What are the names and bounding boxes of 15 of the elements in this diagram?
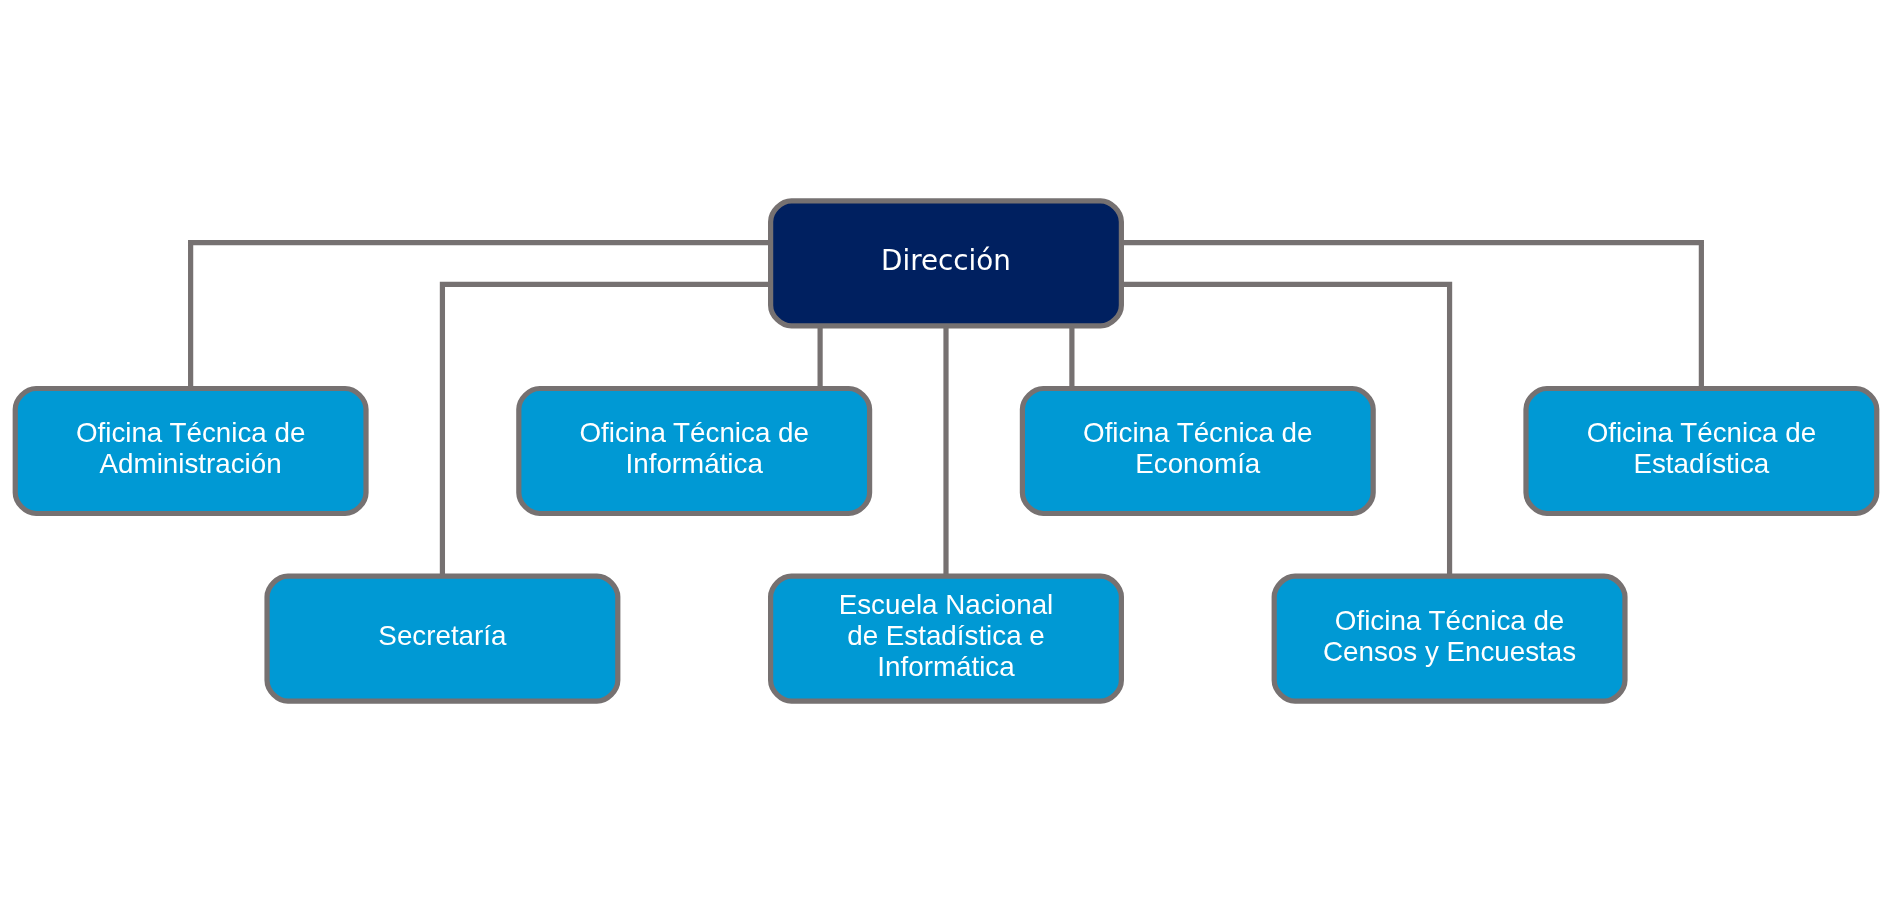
connector (439, 281, 771, 577)
node-box: Oficina Técnica de Estadística (1523, 385, 1880, 517)
node-box: Oficina Técnica de Administración (12, 385, 369, 517)
node-box: Oficina Técnica de Economía (1019, 385, 1376, 517)
connector (817, 326, 823, 388)
node-box: Dirección (768, 198, 1124, 329)
connector (1121, 281, 1453, 577)
node-box: Escuela Nacional de Estadística e Informática (768, 573, 1124, 704)
connector (943, 326, 949, 576)
node-box: Oficina Técnica de Censos y Encuestas (1271, 573, 1628, 704)
connector (1069, 326, 1075, 388)
node-box: Secretaría (264, 573, 621, 704)
connector (1121, 240, 1704, 389)
connector (188, 240, 771, 389)
node-box: Oficina Técnica de Informática (516, 385, 873, 517)
